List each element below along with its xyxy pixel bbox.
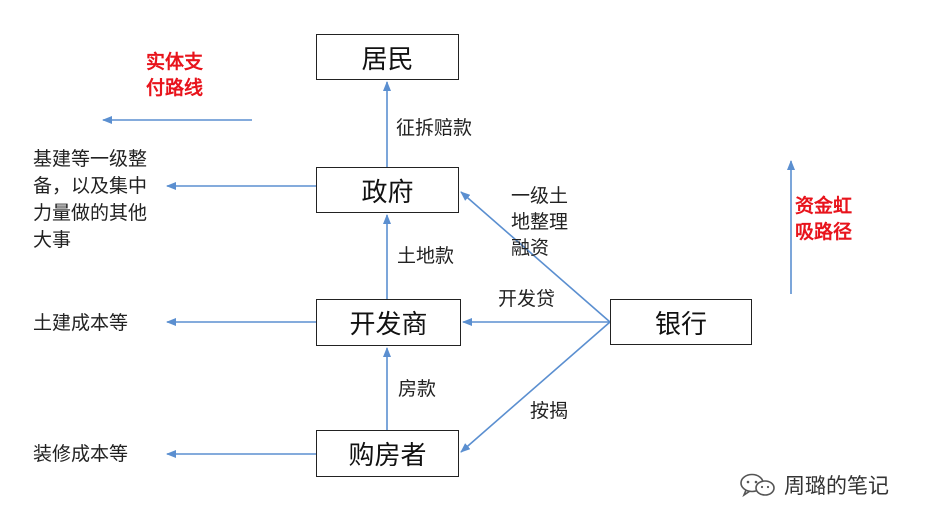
output-developer-use: 土建成本等	[33, 312, 129, 334]
node-buyer: 购房者	[316, 430, 459, 477]
edge-label-demolition-compensation: 征拆赔款	[396, 117, 473, 139]
node-resident: 居民	[316, 34, 459, 80]
edge-label-development-loan: 开发贷	[498, 288, 556, 310]
node-developer: 开发商	[316, 299, 461, 346]
wechat-icon	[740, 473, 775, 498]
node-bank: 银行	[610, 299, 752, 345]
edge-label-house-payment: 房款	[398, 378, 437, 400]
watermark: 周璐的笔记	[738, 470, 889, 500]
legend-capital-siphon-path: 资金虹吸路径	[795, 195, 853, 243]
output-buyer-use: 装修成本等	[33, 443, 129, 465]
arrow-bank-to-government	[460, 191, 611, 323]
legend-physical-payment-path: 实体支付路线	[146, 51, 204, 99]
edge-label-mortgage: 按揭	[530, 400, 569, 422]
node-government: 政府	[316, 167, 459, 213]
arrow-bank-to-buyer	[460, 321, 611, 453]
edge-label-land-payment: 土地款	[397, 245, 455, 267]
edge-label-primary-land-financing: 一级土地整理融资	[511, 185, 569, 259]
output-government-use: 基建等一级整备，以及集中力量做的其他大事	[33, 148, 148, 251]
watermark-text: 周璐的笔记	[784, 474, 889, 498]
